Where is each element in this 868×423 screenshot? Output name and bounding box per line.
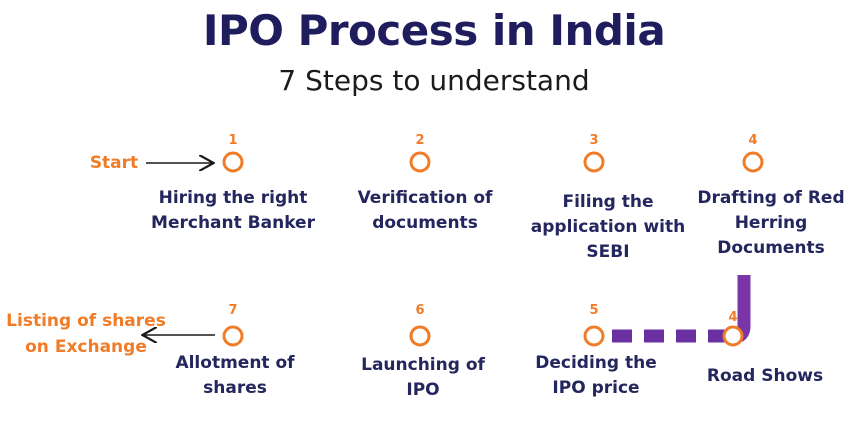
step-number-6: 6: [415, 303, 425, 318]
step-label-1: Hiring the right Merchant Banker: [151, 188, 315, 233]
step-number-3: 3: [589, 133, 599, 148]
step-number-4: 4: [748, 133, 758, 148]
page-title: IPO Process in India: [202, 6, 666, 55]
step-label-road-shows: Road Shows: [706, 366, 824, 386]
step-label-6: Launching of IPO: [361, 355, 485, 400]
step-node-1: [222, 151, 244, 173]
step-node-2: [409, 151, 431, 173]
end-label: Listing of shares on Exchange: [6, 311, 166, 357]
step-number-5: 5: [589, 303, 599, 318]
step-node-6: [409, 325, 431, 347]
step-label-7: Allotment of shares: [175, 353, 295, 398]
step-number-7: 7: [228, 303, 238, 318]
step-label-2: Verification of documents: [357, 188, 493, 233]
start-label: Start: [89, 153, 139, 173]
step-label-5: Deciding the IPO price: [535, 353, 657, 398]
step-label-3: Filing the application with SEBI: [530, 192, 686, 262]
step-node-7: [222, 325, 244, 347]
page-subtitle: 7 Steps to understand: [278, 64, 590, 97]
step-node-5: [583, 325, 605, 347]
step-node-road-shows: [722, 325, 744, 347]
step-number-road-shows: 4: [728, 310, 738, 325]
step-label-4: Drafting of Red Herring Documents: [697, 188, 845, 258]
step-node-3: [583, 151, 605, 173]
step-number-2: 2: [415, 133, 425, 148]
step-node-4: [742, 151, 764, 173]
step-number-1: 1: [228, 133, 238, 148]
